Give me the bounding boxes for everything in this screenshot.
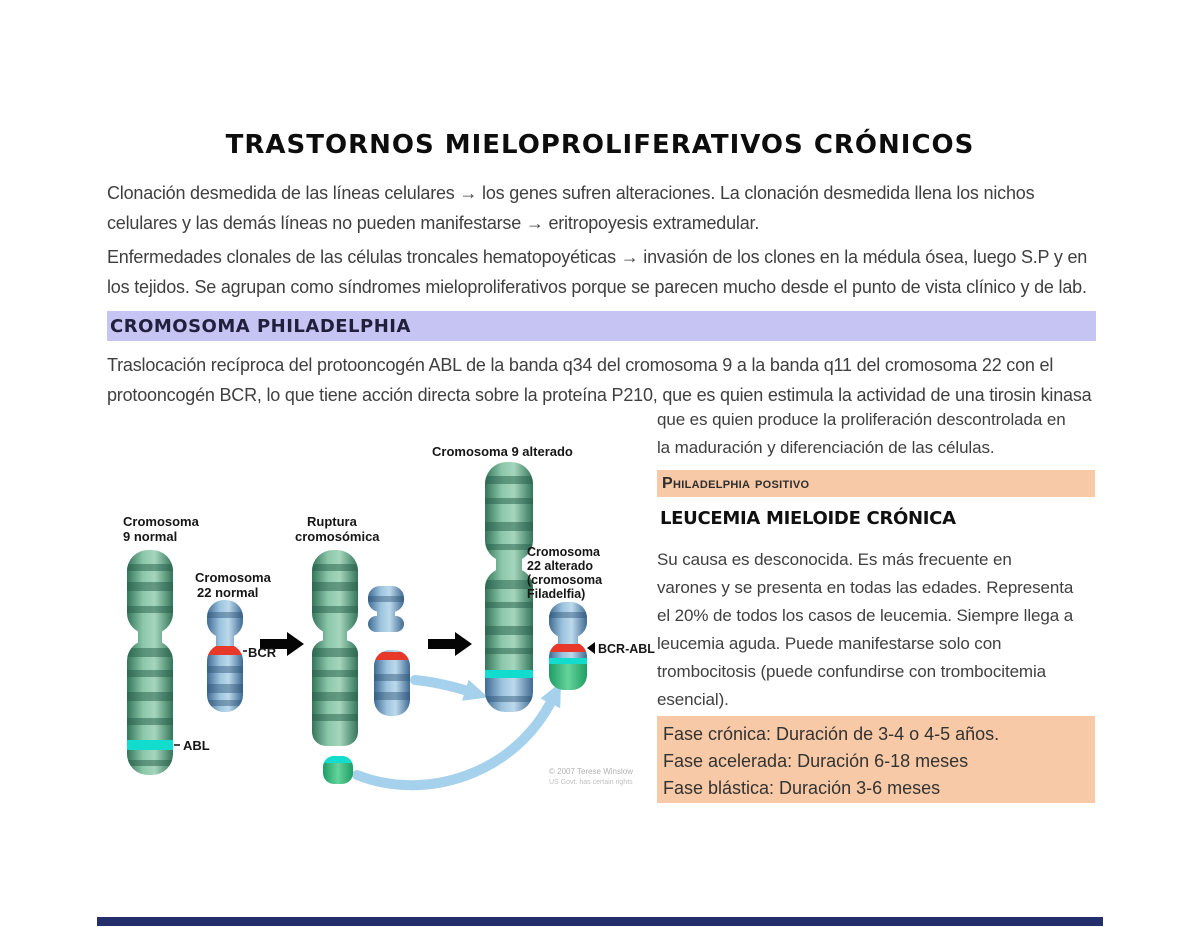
phase-blastica: Fase blástica: Duración 3-6 meses (663, 778, 941, 798)
chr22-normal-label-line2: 22 normal (197, 585, 258, 600)
process-arrow-2 (428, 632, 472, 656)
chr22-altered-label-line1: Cromosoma (527, 545, 601, 559)
section-heading-philadelphia-label: CROMOSOMA PHILADELPHIA (110, 315, 411, 337)
intro-paragraph-2: Enfermedades clonales de las células tro… (107, 247, 1088, 297)
philadelphia-positivo-label: Philadelphia positivo (662, 474, 810, 492)
image-credit-line2: US Govt. has certain rights (549, 779, 633, 786)
bcr-label: BCR (248, 645, 277, 660)
chromosome-22-altered (549, 602, 587, 690)
section-heading-philadelphia: CROMOSOMA PHILADELPHIA (107, 311, 1096, 341)
chr9-altered-label: Cromosoma 9 alterado (432, 444, 573, 459)
lmc-paragraph: Su causa es desconocida. Es más frecuent… (657, 550, 1074, 709)
ruptura-label-line2: cromosómica (295, 529, 380, 544)
phase-acelerada: Fase acelerada: Duración 6-18 meses (663, 751, 969, 771)
chromosome-9-normal (127, 550, 173, 775)
translocation-arrow-short (410, 675, 489, 701)
abl-label: ABL (183, 738, 210, 753)
chr9-normal-label-line1: Cromosoma (123, 514, 200, 529)
chromosome-diagram: Cromosoma 9 normal Cromosoma 22 normal R… (123, 444, 655, 791)
chromosome-9-altered (485, 462, 533, 712)
bcr-abl-pointer (587, 642, 595, 654)
abl-band (127, 740, 173, 750)
ruptura-label-line1: Ruptura (307, 514, 358, 529)
chromosome-22-top-fragment (368, 586, 404, 632)
abl-fragment (323, 756, 353, 784)
phases-box: Fase crónica: Duración de 3-4 o 4-5 años… (657, 716, 1095, 803)
bcr-abl-label: BCR-ABL (598, 642, 655, 656)
philadelphia-paragraph-continuation: que es quien produce la proliferación de… (657, 410, 1066, 457)
chromosome-9-broken (312, 550, 358, 746)
chr22-normal-label-line1: Cromosoma (195, 570, 272, 585)
chromosome-22-normal (207, 600, 243, 712)
chromosome-22-bottom-fragment (374, 650, 410, 716)
chr9-normal-label-line2: 9 normal (123, 529, 177, 544)
phase-cronica: Fase crónica: Duración de 3-4 o 4-5 años… (663, 724, 1000, 744)
footer-bar (97, 917, 1103, 926)
chr22-altered-label-line2: 22 alterado (527, 559, 593, 573)
process-arrow-1 (260, 632, 304, 656)
lmc-heading: LEUCEMIA MIELOIDE CRÓNICA (660, 508, 956, 529)
page-title: TRASTORNOS MIELOPROLIFERATIVOS CRÓNICOS (225, 130, 975, 160)
image-credit-line1: © 2007 Terese Winslow (549, 767, 633, 776)
philadelphia-positivo-tag: Philadelphia positivo (657, 470, 1095, 497)
philadelphia-paragraph: Traslocación recíproca del protooncogén … (107, 355, 1092, 405)
translocation-arrow-long (352, 681, 561, 791)
bcr-abl-band (549, 644, 587, 652)
intro-paragraph-1: Clonación desmedida de las líneas celula… (107, 183, 1035, 233)
chr22-altered-label-line4: Filadelfia) (527, 587, 585, 601)
chr22-altered-label-line3: (cromosoma (527, 573, 603, 587)
bcr-band (207, 646, 243, 655)
